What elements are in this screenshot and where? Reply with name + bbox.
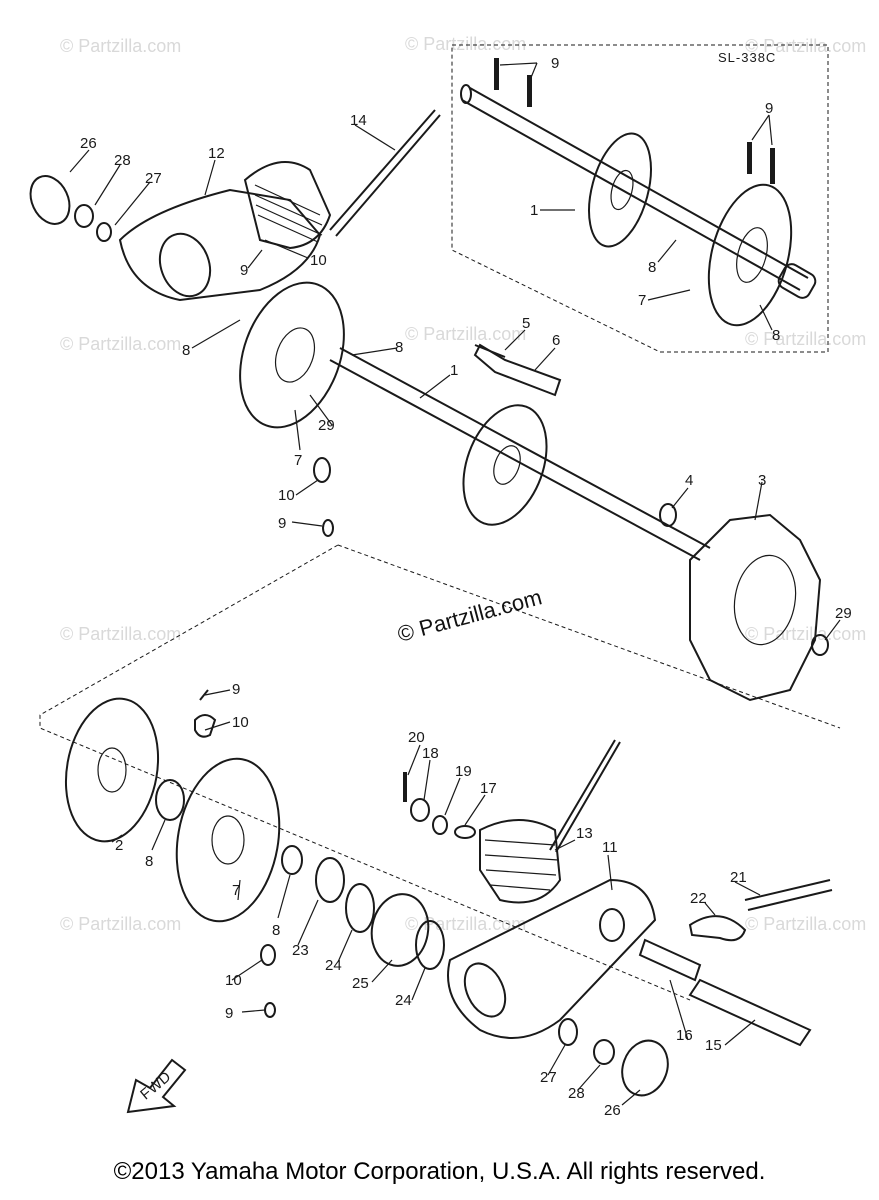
model-code: SL-338C bbox=[718, 50, 776, 65]
part-label-9: 9 bbox=[551, 55, 559, 72]
part-label-9: 9 bbox=[240, 262, 248, 279]
part-label-8: 8 bbox=[648, 259, 656, 276]
part-label-7: 7 bbox=[638, 292, 646, 309]
watermark: © Partzilla.com bbox=[60, 36, 181, 56]
part-label-1: 1 bbox=[530, 202, 538, 219]
part-label-10: 10 bbox=[225, 972, 242, 989]
part-label-2: 2 bbox=[115, 837, 123, 854]
part-label-9: 9 bbox=[225, 1005, 233, 1022]
part-label-9: 9 bbox=[765, 100, 773, 117]
watermark: © Partzilla.com bbox=[745, 36, 866, 56]
watermark: © Partzilla.com bbox=[405, 34, 526, 54]
main-axle-assembly bbox=[239, 281, 829, 702]
watermark: © Partzilla.com bbox=[60, 914, 181, 934]
watermark: © Partzilla.com bbox=[745, 624, 866, 644]
part-label-10: 10 bbox=[310, 252, 327, 269]
part-label-8: 8 bbox=[182, 342, 190, 359]
part-label-13: 13 bbox=[576, 825, 593, 842]
part-label-17: 17 bbox=[480, 780, 497, 797]
fwd-arrow: FWD bbox=[126, 1058, 187, 1114]
leader-lines bbox=[69, 62, 841, 1106]
part-label-16: 16 bbox=[676, 1027, 693, 1044]
part-label-15: 15 bbox=[705, 1037, 722, 1054]
part-label-29: 29 bbox=[318, 417, 335, 434]
part-label-10: 10 bbox=[232, 714, 249, 731]
part-label-18: 18 bbox=[422, 745, 439, 762]
part-label-4: 4 bbox=[685, 472, 693, 489]
part-label-11: 11 bbox=[602, 839, 618, 856]
part-label-8: 8 bbox=[145, 853, 153, 870]
part-label-24: 24 bbox=[395, 992, 412, 1009]
part-label-9: 9 bbox=[232, 681, 240, 698]
part-label-12: 12 bbox=[208, 145, 225, 162]
part-label-21: 21 bbox=[730, 869, 747, 886]
part-label-8: 8 bbox=[395, 339, 403, 356]
part-label-28: 28 bbox=[114, 152, 131, 169]
watermark: © Partzilla.com bbox=[745, 914, 866, 934]
alternate-axle-assembly bbox=[460, 58, 817, 327]
part-label-22: 22 bbox=[690, 890, 707, 907]
part-labels: 9 9 1 8 7 8 26 28 27 12 14 9 10 8 8 1 5 … bbox=[80, 55, 852, 1119]
part-label-27: 27 bbox=[540, 1069, 557, 1086]
part-label-9: 9 bbox=[278, 515, 286, 532]
part-label-28: 28 bbox=[568, 1085, 585, 1102]
part-label-26: 26 bbox=[604, 1102, 621, 1119]
part-label-23: 23 bbox=[292, 942, 309, 959]
part-label-3: 3 bbox=[758, 472, 766, 489]
part-label-24: 24 bbox=[325, 957, 342, 974]
watermark-main: © Partzilla.com bbox=[395, 584, 545, 647]
part-label-8: 8 bbox=[272, 922, 280, 939]
part-label-7: 7 bbox=[232, 882, 240, 899]
part-label-1: 1 bbox=[450, 362, 458, 379]
alternate-assembly-box bbox=[451, 44, 829, 353]
part-label-19: 19 bbox=[455, 763, 472, 780]
watermark: © Partzilla.com bbox=[405, 324, 526, 344]
part-label-14: 14 bbox=[350, 112, 367, 129]
watermark: © Partzilla.com bbox=[60, 334, 181, 354]
part-label-25: 25 bbox=[352, 975, 369, 992]
watermark: © Partzilla.com bbox=[60, 624, 181, 644]
part-label-8: 8 bbox=[772, 327, 780, 344]
guide-line bbox=[337, 544, 841, 729]
part-label-29: 29 bbox=[835, 605, 852, 622]
fwd-label: FWD bbox=[137, 1068, 174, 1103]
part-label-27: 27 bbox=[145, 170, 162, 187]
copyright-notice: ©2013 Yamaha Motor Corporation, U.S.A. A… bbox=[113, 1158, 766, 1185]
guide-line bbox=[39, 544, 691, 1001]
watermark: © Partzilla.com bbox=[745, 329, 866, 349]
part-label-5: 5 bbox=[522, 315, 530, 332]
part-label-6: 6 bbox=[552, 332, 560, 349]
part-label-20: 20 bbox=[408, 729, 425, 746]
lower-exploded-assembly bbox=[64, 689, 833, 1097]
part-label-10: 10 bbox=[278, 487, 295, 504]
part-label-26: 26 bbox=[80, 135, 97, 152]
part-label-7: 7 bbox=[294, 452, 302, 469]
